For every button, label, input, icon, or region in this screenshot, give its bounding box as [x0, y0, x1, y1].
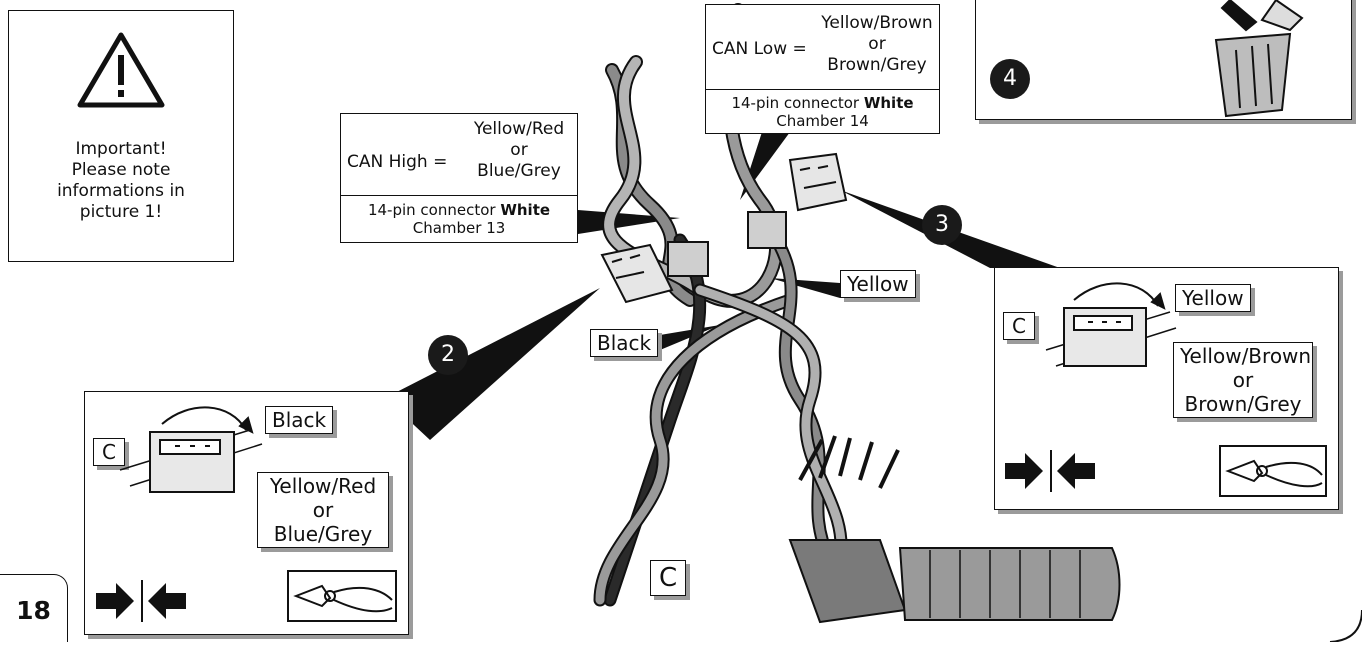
can-high-connector: 14-pin connector White Chamber 13: [341, 201, 577, 237]
warning-line: informations in: [57, 181, 185, 201]
can-low-connector: 14-pin connector White Chamber 14: [706, 94, 939, 130]
can-high-box: CAN High = Yellow/Red or Blue/Grey 14-pi…: [340, 113, 578, 243]
wire-bundle-pair: [693, 223, 848, 567]
warning-line: Please note: [71, 160, 171, 180]
step2-wire-top: Black: [265, 406, 334, 434]
page-number: 18: [0, 574, 68, 642]
connector-left: [600, 241, 709, 304]
step2-box: Black C Yellow/Red or Blue/Grey: [84, 391, 409, 635]
step2-c-label: C: [93, 438, 125, 466]
step3-wire-color: Brown/Grey: [1184, 392, 1302, 416]
pointer-yellow: [770, 278, 840, 298]
step4-box: 4: [975, 0, 1352, 120]
step3-wire-bottom: Yellow/Brown or Brown/Grey: [1173, 342, 1313, 418]
warning-triangle-icon: [77, 32, 165, 108]
can-low-color: or: [868, 34, 886, 54]
can-low-connector-color: White: [863, 94, 914, 112]
step3-number: 3: [922, 205, 962, 245]
step2-wire-bottom: Yellow/Red or Blue/Grey: [257, 472, 389, 548]
wire-label-black: Black: [590, 329, 659, 357]
step2-wire-color: Yellow/Red: [269, 474, 377, 498]
can-high-connector-color: White: [500, 201, 551, 219]
warning-line: Important!: [75, 139, 167, 159]
warning-line: picture 1!: [79, 202, 163, 222]
can-low-connector-text: 14-pin connector: [731, 94, 864, 112]
step3-c-label: C: [1003, 312, 1035, 340]
can-low-label: CAN Low =: [712, 39, 807, 59]
can-low-chamber: Chamber 14: [776, 112, 869, 130]
can-low-color: Yellow/Brown: [821, 13, 933, 33]
step4-number: 4: [990, 59, 1030, 99]
can-high-color: Blue/Grey: [477, 161, 561, 181]
can-low-box: CAN Low = Yellow/Brown or Brown/Grey 14-…: [705, 4, 940, 134]
wire-label-yellow: Yellow: [840, 270, 916, 298]
connector-right: [747, 152, 848, 249]
cable-bundle: [788, 435, 1121, 624]
step2-wire-color: Blue/Grey: [273, 522, 373, 546]
can-high-color: or: [510, 140, 528, 160]
step3-wire-top: Yellow: [1175, 284, 1251, 312]
can-low-color: Brown/Grey: [827, 55, 927, 75]
can-high-connector-text: 14-pin connector: [367, 201, 501, 219]
can-high-chamber: Chamber 13: [412, 219, 506, 237]
can-high-label: CAN High =: [347, 152, 448, 172]
warning-box: Important! Please note informations in p…: [8, 10, 234, 262]
step2-wire-color: or: [312, 498, 334, 522]
step3-wire-color: or: [1232, 368, 1254, 392]
step2-number: 2: [428, 335, 468, 375]
pointer-step2: [385, 288, 600, 440]
warning-text: Important! Please note informations in p…: [9, 139, 233, 223]
can-high-colors: Yellow/Red or Blue/Grey: [461, 119, 577, 182]
page-frame-line: [1329, 609, 1362, 642]
step3-box: Yellow C Yellow/Brown or Brown/Grey: [994, 267, 1339, 510]
wire-label-c: C: [650, 560, 687, 596]
step3-wire-color: Yellow/Brown: [1180, 344, 1312, 368]
can-low-colors: Yellow/Brown or Brown/Grey: [814, 13, 940, 76]
can-high-color: Yellow/Red: [473, 119, 565, 139]
